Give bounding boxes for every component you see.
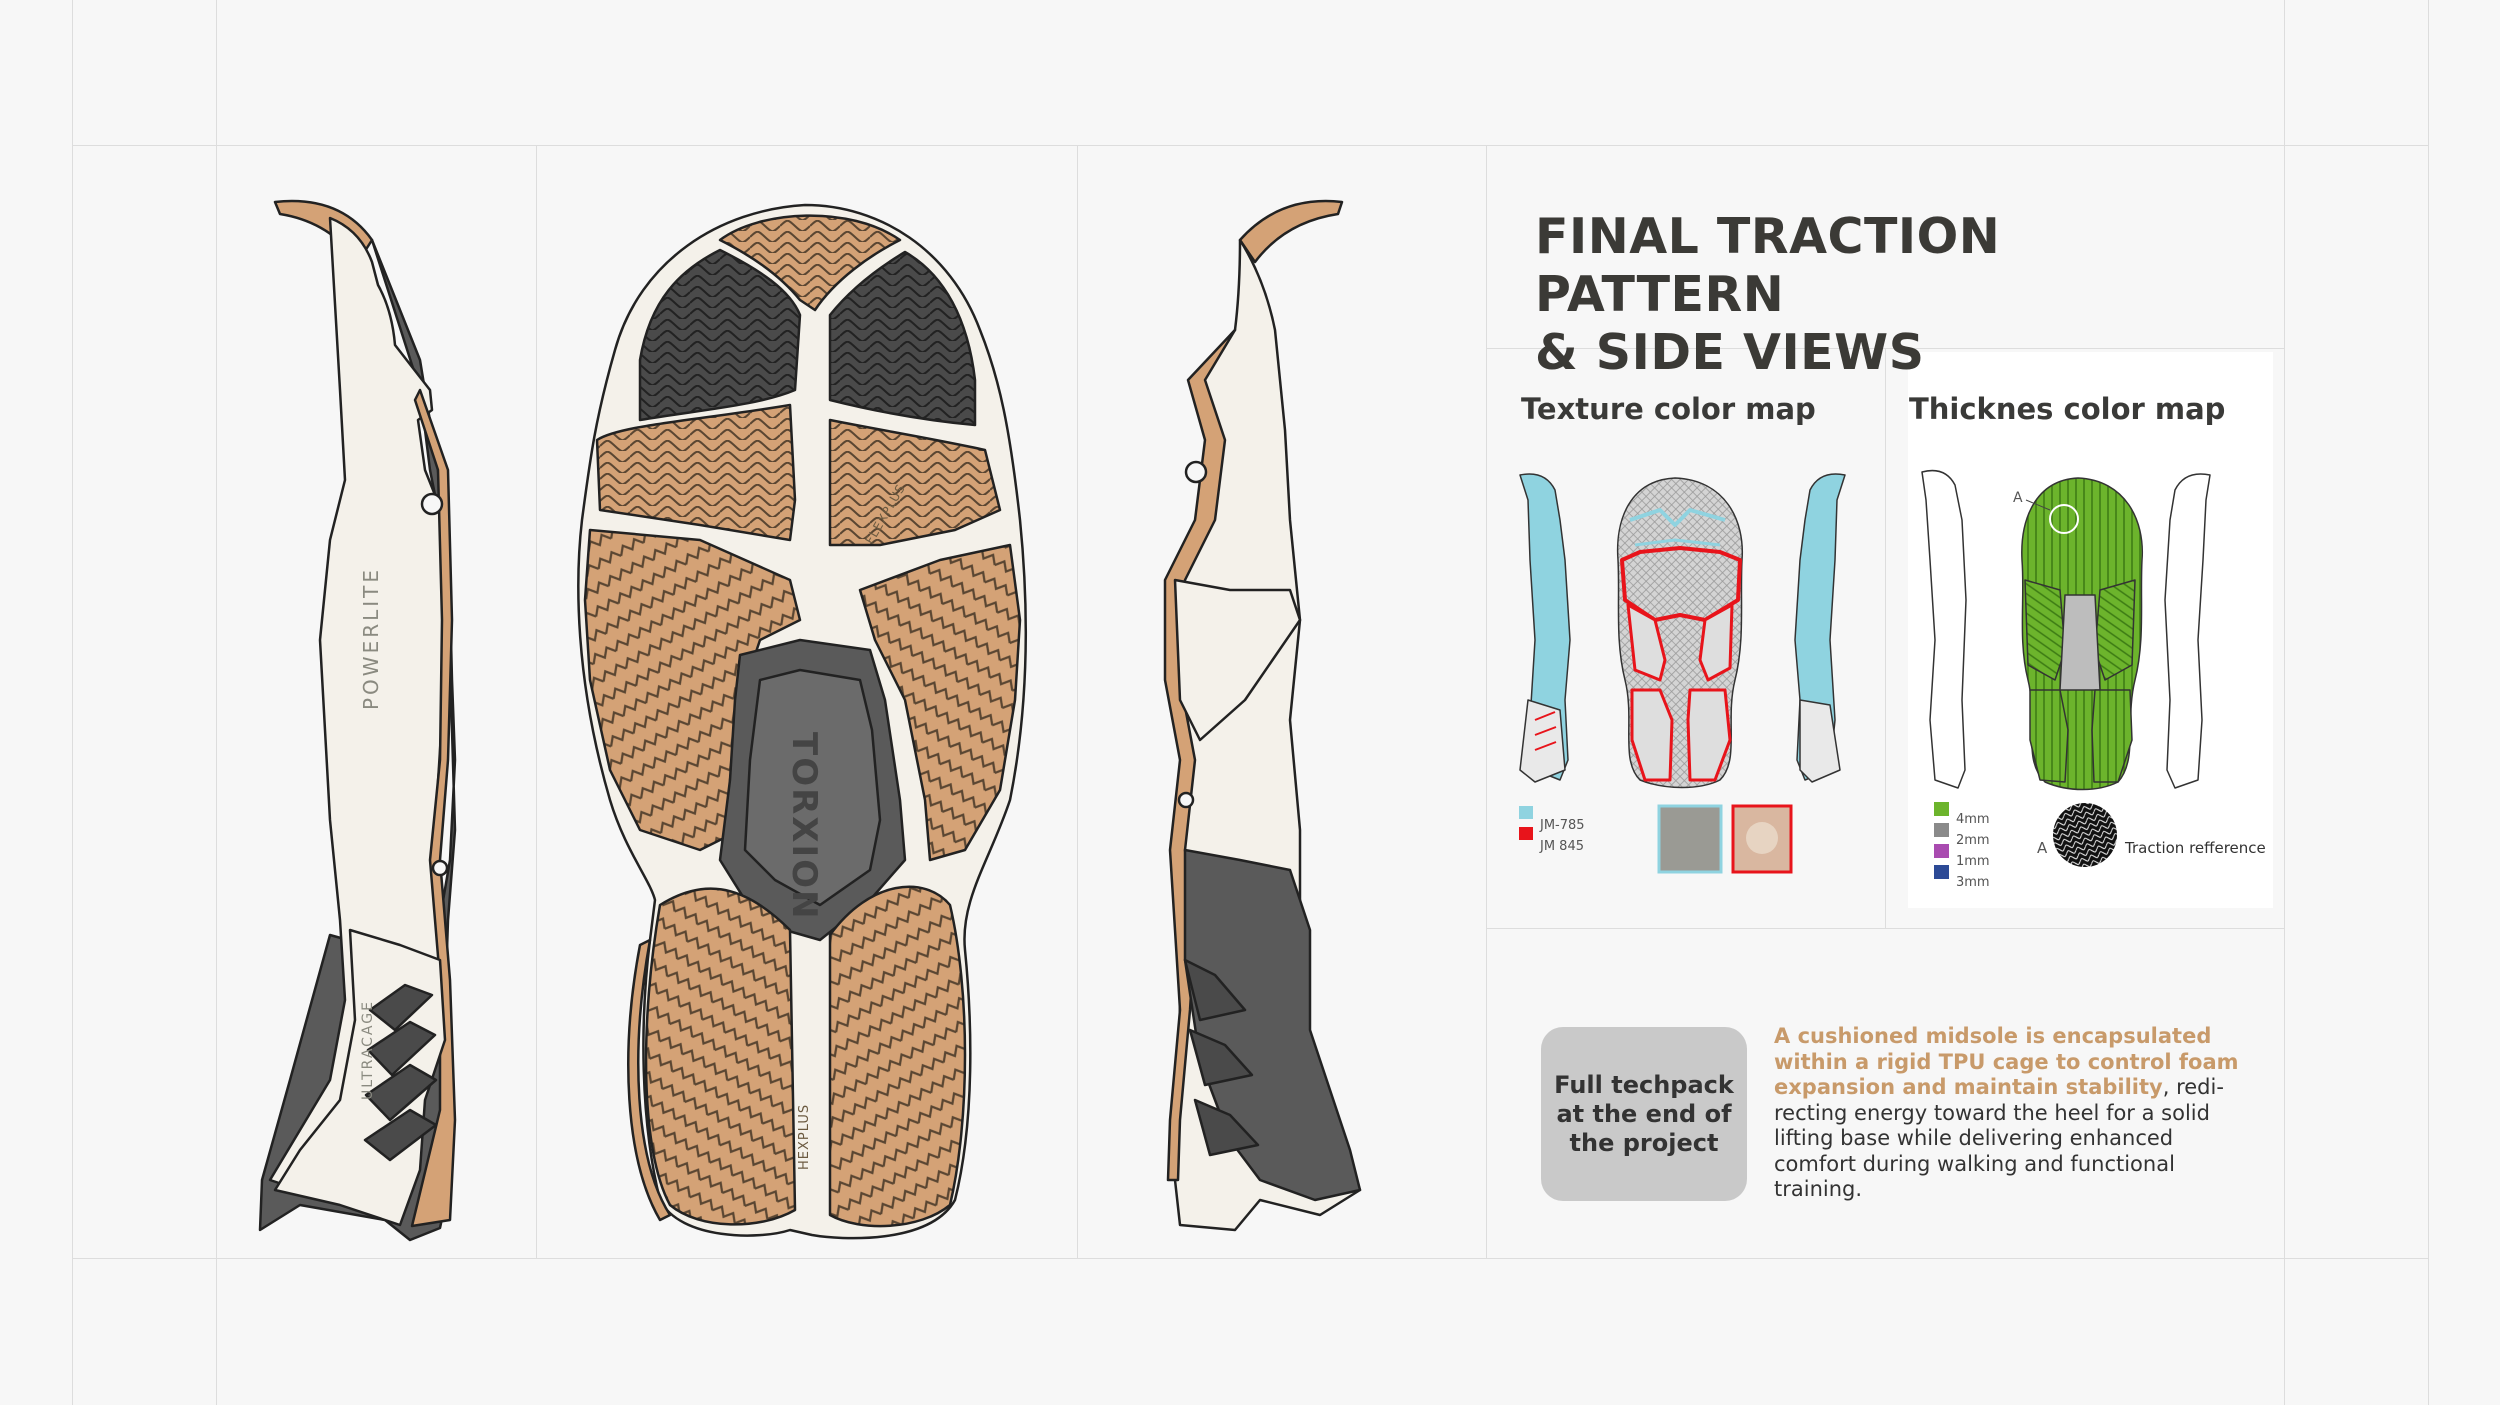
thickness-legend-label-2: 2mm <box>1956 833 1990 848</box>
thickness-map-illustration <box>1921 469 2211 791</box>
thickness-legend-swatch-2 <box>1934 823 1949 837</box>
description-rest: , redi-recting energy toward the heel fo… <box>1774 1075 2224 1201</box>
grid-line <box>1486 145 1487 1258</box>
grid-line <box>2284 0 2285 1405</box>
left-midsole-brand-text: POWERLITE <box>359 567 383 710</box>
description-text: A cushioned midsole is encapsulated with… <box>1774 1024 2244 1203</box>
grid-line <box>72 0 73 1405</box>
techpack-badge: Full techpack at the end of the project <box>1541 1027 1747 1201</box>
material-swatch-2-detail <box>1746 822 1778 854</box>
texture-map-title: Texture color map <box>1521 392 1816 426</box>
texture-legend-swatch-2 <box>1519 827 1533 840</box>
thickness-map-title: Thicknes color map <box>1909 392 2226 426</box>
page-title: FINAL TRACTION PATTERN & SIDE VIEWS <box>1535 208 2235 382</box>
grid-line <box>216 0 217 1405</box>
thickness-legend-swatch-4 <box>1934 865 1949 879</box>
outsole-view <box>577 203 1027 1240</box>
grid-line <box>1885 348 1886 928</box>
texture-legend-label-1: JM-785 <box>1540 818 1585 833</box>
outsole-heel-text: HEXPLUS <box>797 1104 812 1170</box>
traction-reference-swatch <box>2053 803 2117 867</box>
grid-line <box>1077 145 1078 1258</box>
grid-line <box>2428 0 2429 1405</box>
thickness-legend-label-1: 4mm <box>1956 812 1990 827</box>
left-heel-brand-text: ULTRACAGE <box>360 1000 376 1100</box>
left-side-view <box>258 199 457 1242</box>
thickness-marker-leader <box>2025 499 2051 511</box>
thickness-legend-swatch-1 <box>1934 802 1949 816</box>
traction-reference-label: Traction refference <box>2125 839 2266 857</box>
texture-legend-label-2: JM 845 <box>1540 839 1584 854</box>
title-line-1: FINAL TRACTION PATTERN <box>1535 208 2001 323</box>
texture-legend-swatch-1 <box>1519 806 1533 819</box>
grid-line <box>72 1258 2429 1259</box>
techpack-label: Full techpack at the end of the project <box>1554 1070 1734 1157</box>
grid-line <box>72 145 2429 146</box>
grid-line <box>1486 928 2284 929</box>
grid-line <box>536 145 537 1258</box>
title-line-2: & SIDE VIEWS <box>1535 324 1925 381</box>
thickness-marker-circle <box>2049 504 2079 534</box>
thickness-legend-label-3: 1mm <box>1956 854 1990 869</box>
material-swatch-1 <box>1657 804 1723 874</box>
description-highlight: A cushioned midsole is encapsulated with… <box>1774 1024 2239 1099</box>
texture-map-illustration <box>1519 473 1846 789</box>
thickness-legend-swatch-3 <box>1934 844 1949 858</box>
thickness-marker-label: A <box>2013 490 2023 506</box>
traction-reference-marker: A <box>2037 839 2048 857</box>
outsole-brand-text: TORXION <box>784 732 824 921</box>
right-side-view <box>1163 199 1362 1232</box>
thickness-legend-label-4: 3mm <box>1956 875 1990 890</box>
